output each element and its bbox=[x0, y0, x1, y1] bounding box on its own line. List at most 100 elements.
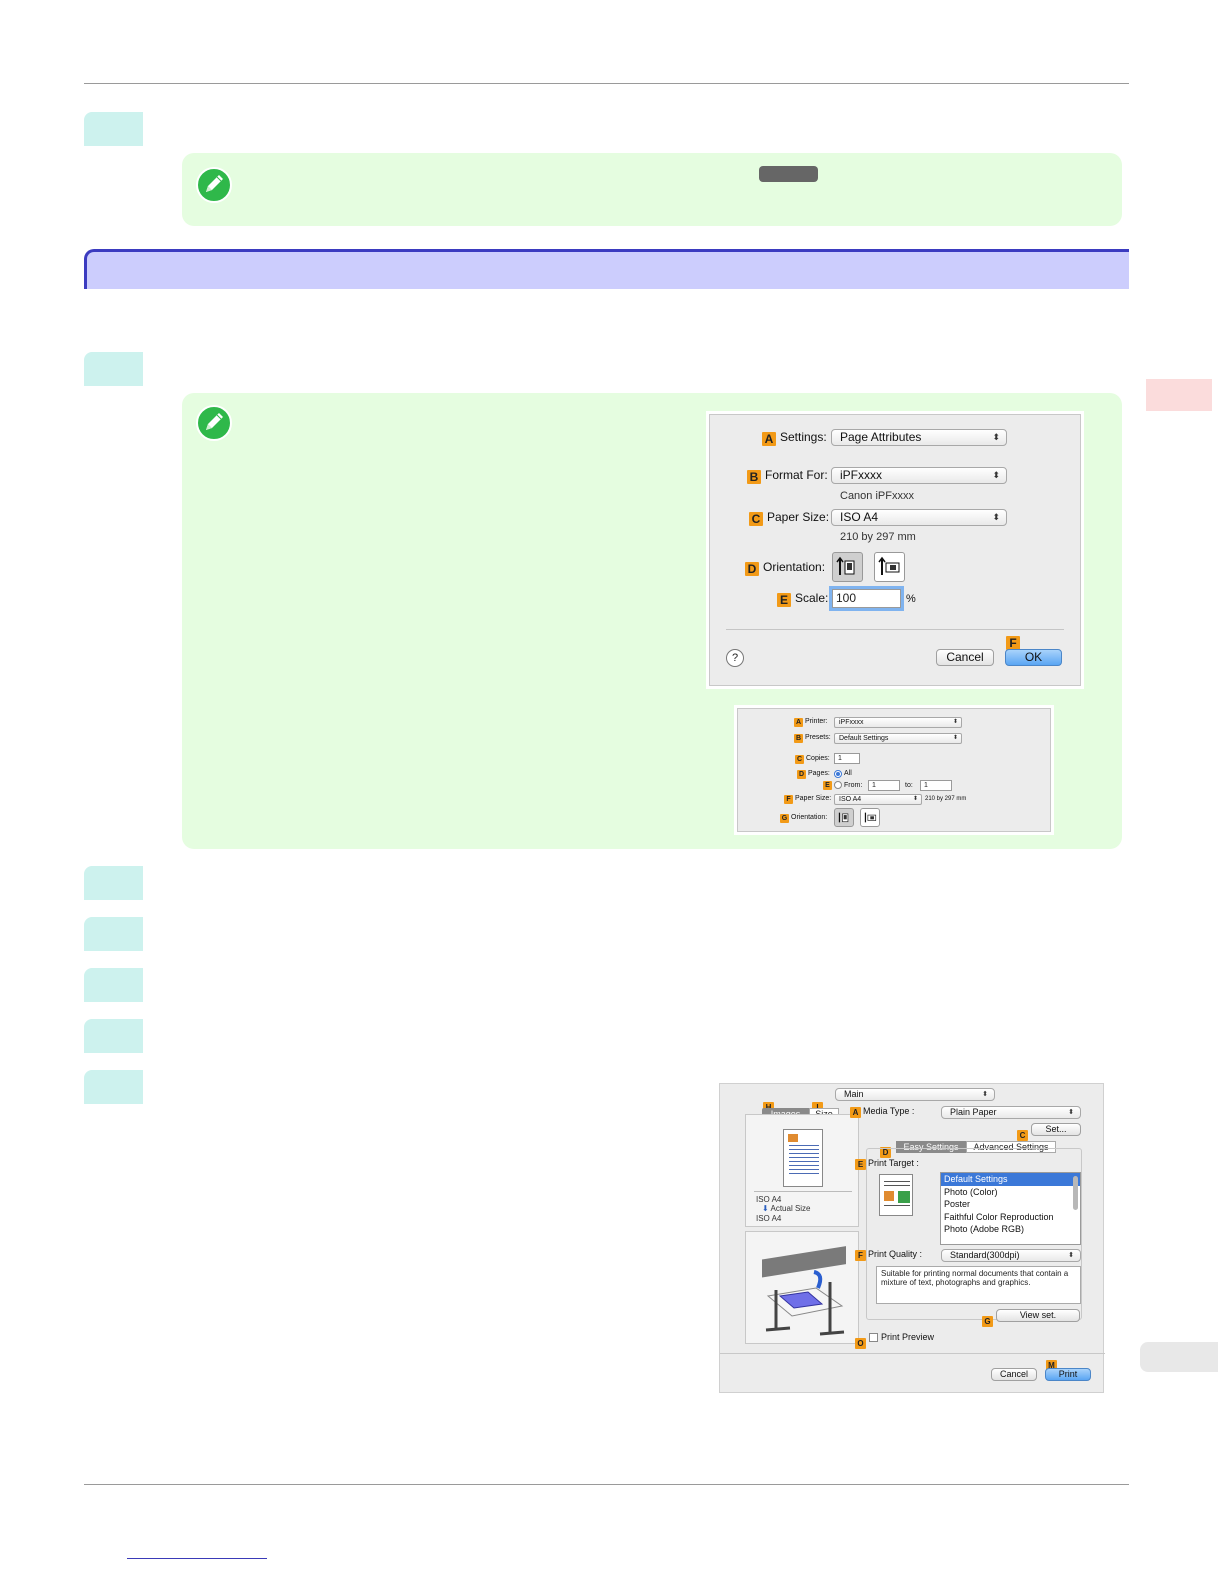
portrait-orientation-button[interactable] bbox=[832, 552, 863, 582]
media-type-select[interactable]: Plain Paper⬍ bbox=[941, 1106, 1081, 1119]
badge-g: G bbox=[780, 814, 789, 823]
updown-arrow-icon: ⬍ bbox=[992, 470, 1000, 480]
landscape-orientation-button[interactable] bbox=[860, 808, 880, 827]
landscape-orientation-button[interactable] bbox=[874, 552, 905, 582]
pages-from-radio[interactable] bbox=[834, 781, 842, 789]
badge-f: F bbox=[1006, 636, 1020, 650]
main-print-dialog: Main⬍ H I Images Size ISO A4 ⬇ Actual Si… bbox=[719, 1083, 1105, 1393]
portrait-orientation-button[interactable] bbox=[834, 808, 854, 827]
to-input[interactable]: 1 bbox=[920, 780, 952, 791]
badge-a: A bbox=[762, 432, 776, 446]
print-target-list[interactable]: Default Settings Photo (Color) Poster Fa… bbox=[940, 1172, 1081, 1245]
list-item[interactable]: Poster bbox=[944, 1199, 971, 1209]
step-tab bbox=[84, 112, 143, 146]
badge-c: C bbox=[1017, 1130, 1028, 1141]
pages-all-radio[interactable] bbox=[834, 770, 842, 778]
panel-select[interactable]: Main⬍ bbox=[835, 1088, 995, 1101]
updown-arrow-icon: ⬍ bbox=[952, 735, 958, 741]
index-side-tab[interactable] bbox=[1140, 1342, 1218, 1372]
updown-arrow-icon: ⬍ bbox=[992, 432, 1000, 442]
updown-arrow-icon: ⬍ bbox=[1068, 1109, 1074, 1116]
print-target-thumb bbox=[879, 1174, 913, 1216]
cancel-button[interactable]: Cancel bbox=[991, 1368, 1037, 1381]
list-item[interactable]: Default Settings bbox=[941, 1173, 1080, 1186]
pencil-note-icon bbox=[196, 167, 232, 203]
from-label: From: bbox=[844, 782, 863, 789]
print-button[interactable]: Print bbox=[1045, 1368, 1091, 1381]
print-preview-checkbox[interactable] bbox=[869, 1333, 878, 1342]
note-box bbox=[182, 153, 1122, 226]
dialog-separator bbox=[726, 629, 1064, 630]
format-for-subtext: Canon iPFxxxx bbox=[840, 490, 914, 502]
pages-all-label: All bbox=[844, 770, 852, 777]
updown-arrow-icon: ⬍ bbox=[982, 1091, 988, 1098]
list-item[interactable]: Faithful Color Reproduction bbox=[944, 1211, 1054, 1222]
badge-e: E bbox=[855, 1159, 866, 1170]
easy-settings-panel bbox=[866, 1148, 1082, 1320]
paper-size-subtext: 210 by 297 mm bbox=[925, 796, 967, 802]
list-item[interactable]: Photo (Adobe RGB) bbox=[944, 1224, 1025, 1234]
scale-input[interactable]: 100 bbox=[832, 589, 901, 608]
list-scrollbar[interactable] bbox=[1073, 1176, 1078, 1210]
badge-b: B bbox=[794, 734, 803, 743]
settings-select[interactable]: Page Attributes⬍ bbox=[831, 429, 1007, 446]
footer-link-underline[interactable] bbox=[127, 1558, 267, 1559]
tab-advanced-settings[interactable]: Advanced Settings bbox=[966, 1141, 1056, 1153]
arrow-down-icon: ⬇ bbox=[762, 1204, 769, 1213]
badge-f: F bbox=[784, 795, 793, 804]
badge-d: D bbox=[797, 770, 806, 779]
badge-o: O bbox=[855, 1338, 866, 1349]
paper-size-select[interactable]: ISO A4⬍ bbox=[834, 794, 922, 805]
help-button[interactable]: ? bbox=[726, 649, 744, 667]
step-tab bbox=[84, 866, 143, 900]
top-rule bbox=[84, 83, 1129, 84]
cancel-button[interactable]: Cancel bbox=[936, 649, 994, 666]
copies-input[interactable]: 1 bbox=[834, 753, 860, 764]
format-for-select[interactable]: iPFxxxx⬍ bbox=[831, 467, 1007, 484]
print-preview-label: Print Preview bbox=[881, 1332, 935, 1342]
portrait-icon bbox=[836, 556, 855, 575]
badge-a: A bbox=[850, 1107, 861, 1118]
page-preview-thumb bbox=[783, 1129, 823, 1187]
badge-d: D bbox=[880, 1147, 891, 1158]
chapter-side-tab[interactable] bbox=[1146, 379, 1212, 411]
badge-g: G bbox=[982, 1316, 993, 1327]
presets-select[interactable]: Default Settings⬍ bbox=[834, 733, 962, 744]
set-button[interactable]: Set... bbox=[1031, 1123, 1081, 1136]
step-tab bbox=[84, 352, 143, 386]
badge-b: B bbox=[747, 470, 761, 484]
ok-button[interactable]: OK bbox=[1005, 649, 1062, 666]
badge-e: E bbox=[823, 781, 832, 790]
paper-size-select[interactable]: ISO A4⬍ bbox=[831, 509, 1007, 526]
badge-c: C bbox=[749, 512, 763, 526]
pencil-note-icon bbox=[196, 405, 232, 441]
list-item[interactable]: Photo (Color) bbox=[944, 1186, 998, 1197]
badge-f: F bbox=[855, 1250, 866, 1261]
step-tab bbox=[84, 1019, 143, 1053]
print-quality-select[interactable]: Standard(300dpi)⬍ bbox=[941, 1249, 1081, 1262]
paper-preview-panel: ISO A4 ⬇ Actual Size ISO A4 bbox=[745, 1114, 859, 1227]
actual-size-row: ⬇ Actual Size bbox=[762, 1204, 811, 1213]
paper-to-label: ISO A4 bbox=[756, 1214, 782, 1223]
view-set-button[interactable]: View set. bbox=[996, 1309, 1080, 1322]
to-label: to: bbox=[905, 782, 913, 789]
from-input[interactable]: 1 bbox=[868, 780, 900, 791]
print-quality-description: Suitable for printing normal documents t… bbox=[876, 1266, 1081, 1304]
badge-c: C bbox=[795, 755, 804, 764]
tab-easy-settings[interactable]: Easy Settings bbox=[896, 1141, 966, 1153]
portrait-icon bbox=[838, 812, 849, 823]
paper-from-label: ISO A4 bbox=[756, 1195, 782, 1204]
landscape-icon bbox=[878, 556, 900, 575]
printer-select[interactable]: iPFxxxx⬍ bbox=[834, 717, 962, 728]
badge-i: I bbox=[812, 1102, 823, 1113]
step-tab bbox=[84, 917, 143, 951]
dialog-separator bbox=[720, 1353, 1105, 1354]
badge-e: E bbox=[777, 593, 791, 607]
printer-illustration bbox=[745, 1231, 859, 1344]
updown-arrow-icon: ⬍ bbox=[1068, 1252, 1074, 1259]
